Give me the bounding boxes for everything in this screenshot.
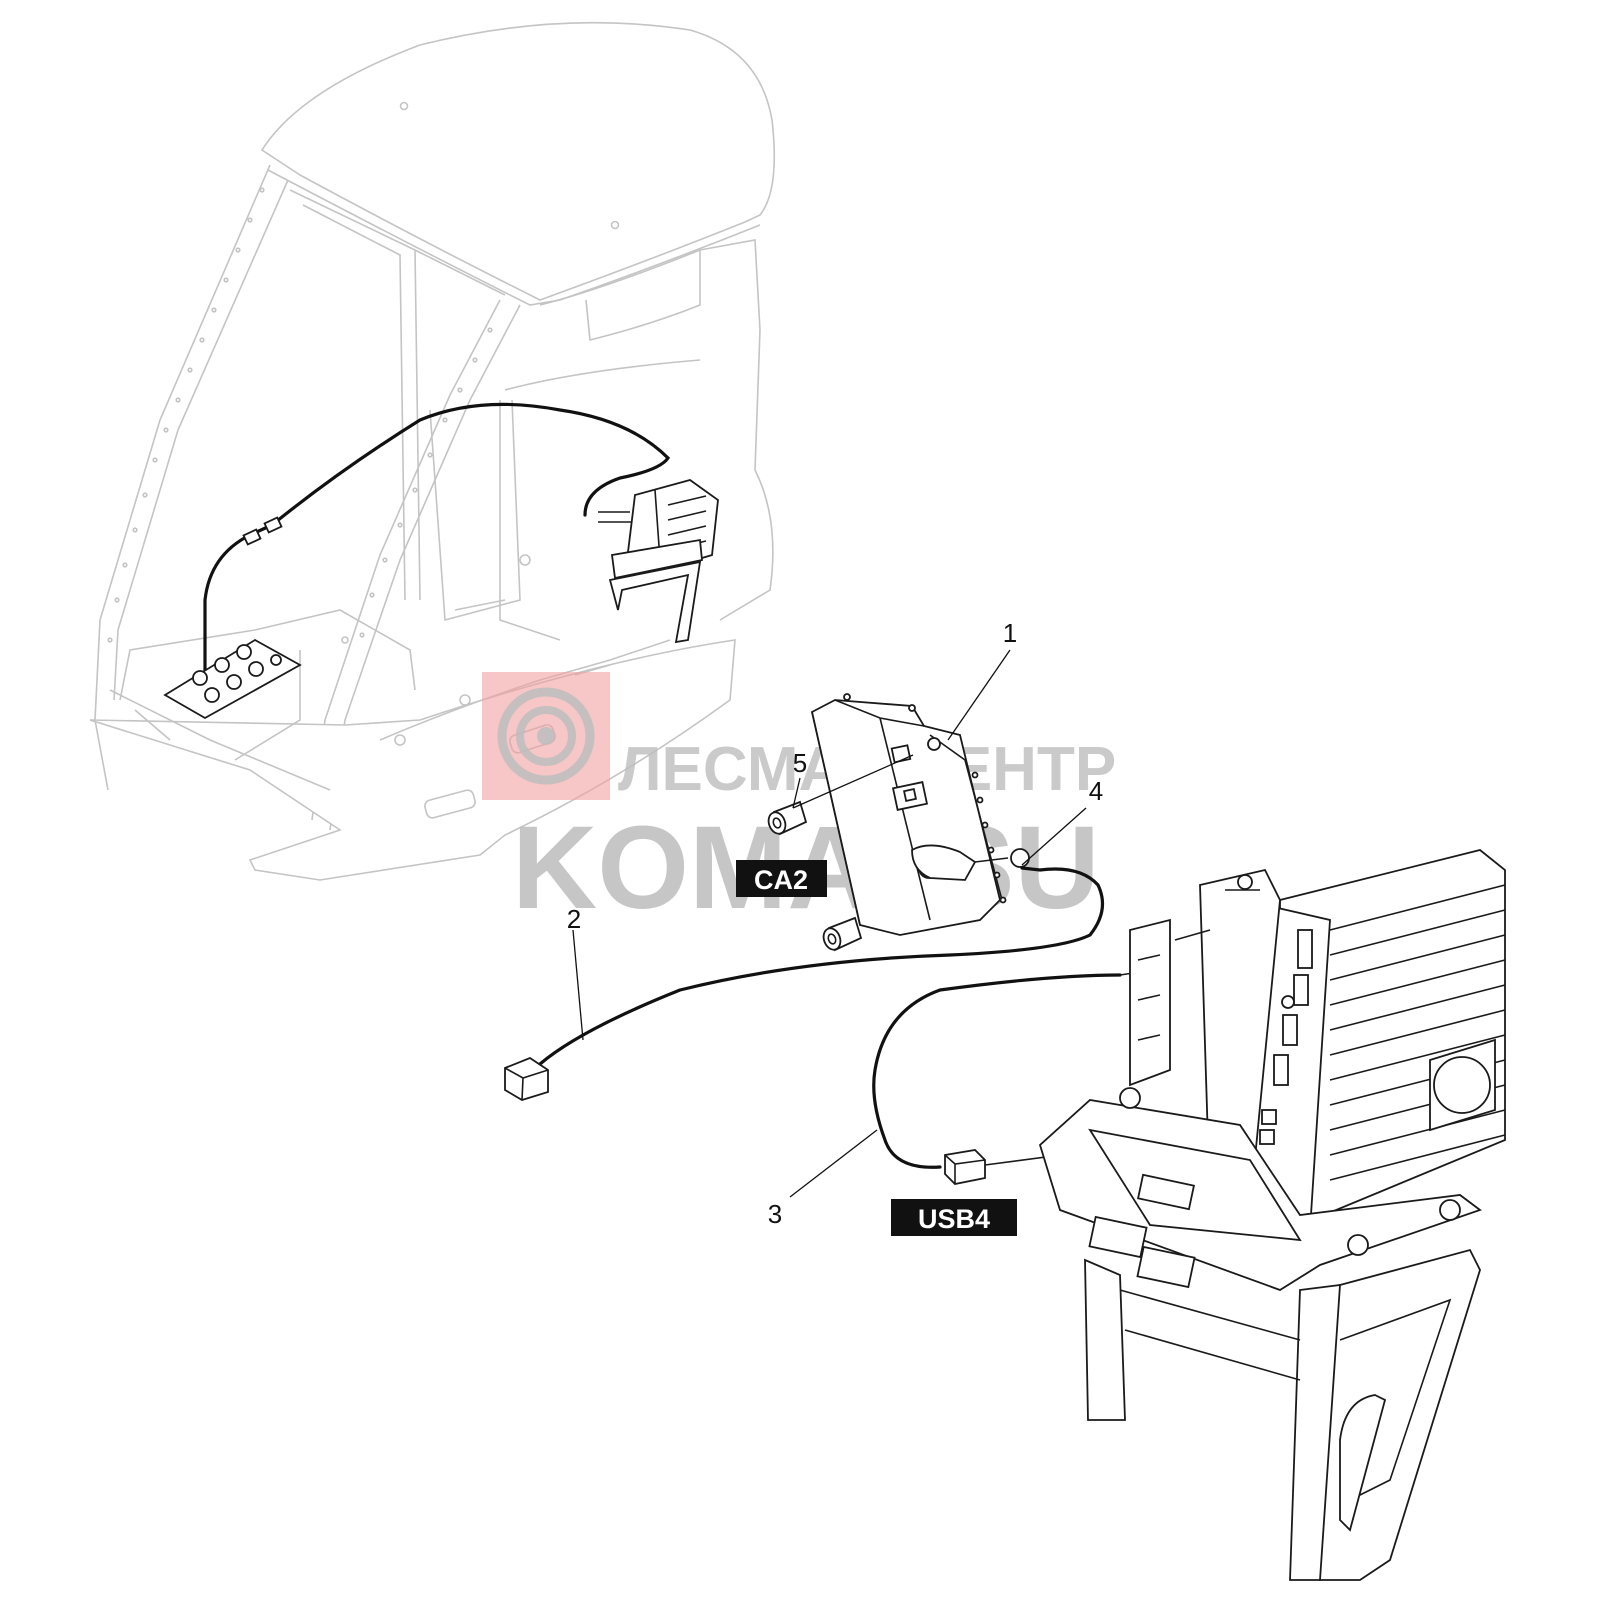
part-5-screws <box>767 800 863 952</box>
tag-usb4-background <box>891 1199 1017 1236</box>
part-3-usb-cable <box>872 971 1251 1185</box>
callout-4: 4 <box>1089 776 1103 806</box>
grommet-holes <box>192 644 282 703</box>
leader-lines <box>572 649 1087 1198</box>
part-2-cable <box>504 866 1105 1101</box>
tag-ca2-background <box>736 860 827 897</box>
tag-ca2: CA2 <box>736 860 827 897</box>
tag-usb4-label: USB4 <box>918 1204 990 1234</box>
callout-3: 3 <box>768 1199 782 1229</box>
pillar-rivets <box>107 187 493 643</box>
callout-2: 2 <box>567 904 581 934</box>
tag-usb4: USB4 <box>891 1199 1017 1236</box>
module-rail-holes <box>971 771 1007 904</box>
callout-1: 1 <box>1003 618 1017 648</box>
heatsink-fins <box>1329 884 1506 1181</box>
cab-installed-harness <box>163 402 719 720</box>
part-1-module <box>810 693 1030 936</box>
callout-5: 5 <box>793 748 807 778</box>
tag-ca2-label: CA2 <box>754 865 808 895</box>
callout-numbers: 1 2 3 4 5 <box>567 618 1103 1229</box>
main-controller-assembly <box>1038 849 1506 1581</box>
